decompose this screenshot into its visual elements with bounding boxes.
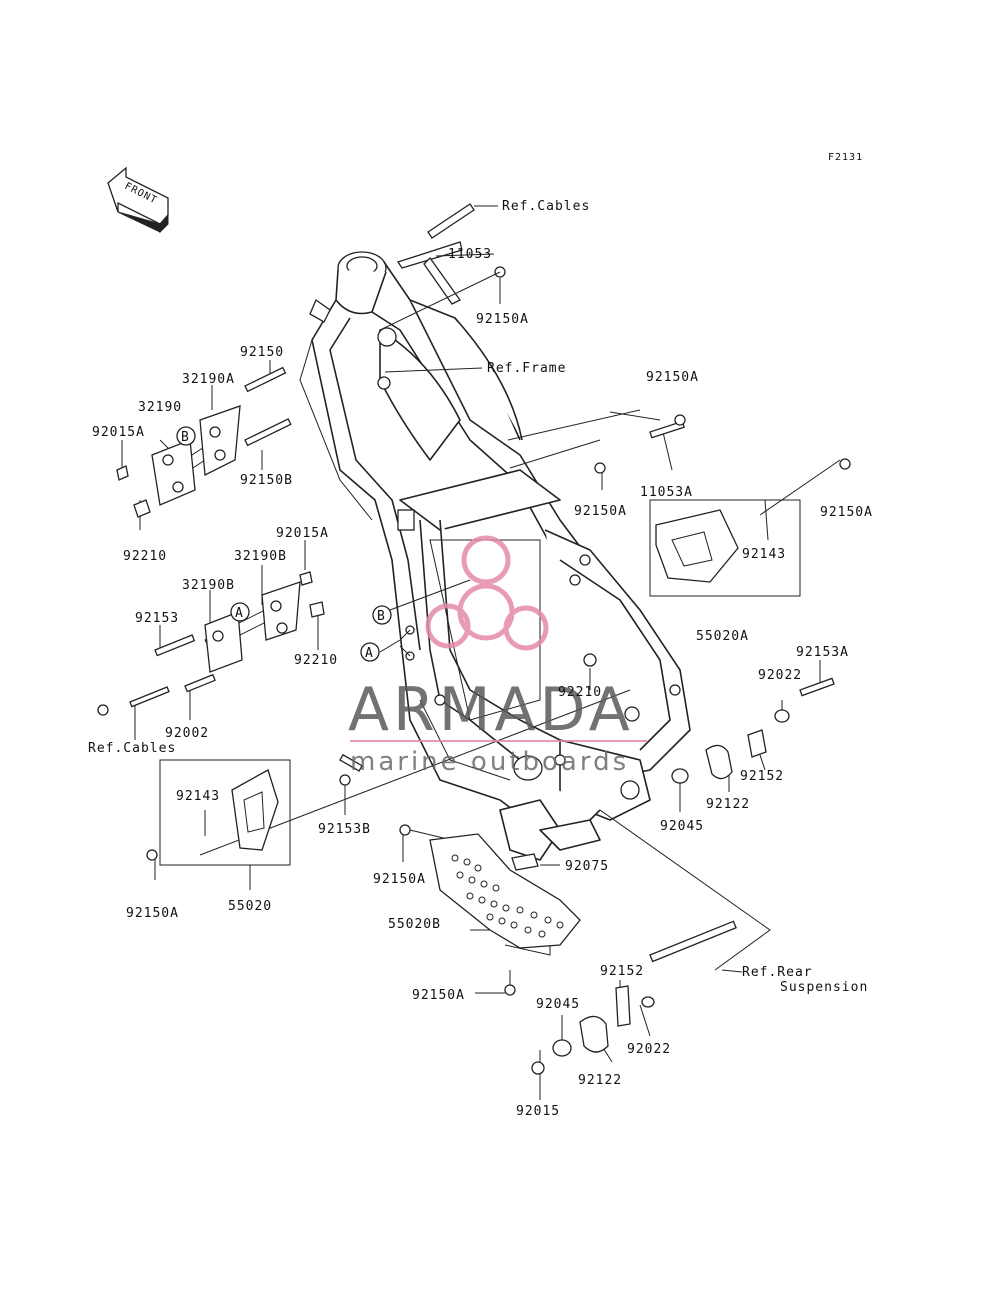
part-label: 92153 bbox=[135, 611, 179, 626]
part-number-labels: 11053 92150A 92150 32190A 32190 92015A 9… bbox=[92, 247, 873, 1119]
part-label: 92150A bbox=[646, 370, 699, 385]
part-label: 92150A bbox=[412, 988, 465, 1003]
callout-a-mid: A bbox=[230, 602, 250, 622]
part-label: 92210 bbox=[294, 653, 338, 668]
part-label: 32190A bbox=[182, 372, 235, 387]
front-arrow-icon: FRONT bbox=[107, 166, 169, 234]
ref-frame: Ref.Frame bbox=[487, 361, 566, 376]
part-label: 92210 bbox=[123, 549, 167, 564]
part-label: 92143 bbox=[176, 789, 220, 804]
right-pivot-parts bbox=[146, 414, 851, 861]
callout-b-frame-label: B bbox=[377, 609, 386, 624]
watermark-title: ARMADA bbox=[348, 675, 634, 745]
part-label: 92002 bbox=[165, 726, 209, 741]
part-label: 11053A bbox=[640, 485, 693, 500]
ref-rear-suspension-line1: Ref.Rear bbox=[742, 965, 813, 980]
watermark-subtitle: marine outboards bbox=[350, 747, 629, 777]
part-label: 32190B bbox=[182, 578, 235, 593]
callout-b-upper: B bbox=[176, 426, 196, 446]
callout-a-mid-label: A bbox=[235, 606, 244, 621]
motorcycle-frame bbox=[299, 251, 691, 861]
part-label: 92015A bbox=[92, 425, 145, 440]
part-label: 32190B bbox=[234, 549, 287, 564]
part-label: 92150B bbox=[240, 473, 293, 488]
part-label: 92122 bbox=[706, 797, 750, 812]
skid-plate bbox=[429, 833, 581, 949]
part-label: 11053 bbox=[448, 247, 492, 262]
ref-cables-left: Ref.Cables bbox=[88, 741, 176, 756]
part-label: 92075 bbox=[565, 859, 609, 874]
watermark-logo-icon bbox=[425, 535, 549, 651]
callout-b-frame: B bbox=[372, 605, 392, 625]
part-11053-group bbox=[396, 203, 506, 305]
part-label: 92152 bbox=[740, 769, 784, 784]
callout-a-frame: A bbox=[360, 642, 380, 662]
part-label: 92153B bbox=[318, 822, 371, 837]
part-label: 92015A bbox=[276, 526, 329, 541]
figure-code: F2131 bbox=[828, 152, 863, 163]
watermark: ARMADA marine outboards bbox=[348, 535, 648, 777]
callout-a-frame-label: A bbox=[365, 646, 374, 661]
part-label: 92122 bbox=[578, 1073, 622, 1088]
rear-pivot-bolt bbox=[504, 920, 737, 1075]
callout-b-upper-label: B bbox=[181, 430, 190, 445]
part-label: 55020B bbox=[388, 917, 441, 932]
ref-cables-top: Ref.Cables bbox=[502, 199, 590, 214]
part-label: 32190 bbox=[138, 400, 182, 415]
ref-rear-suspension-line2: Suspension bbox=[780, 980, 868, 995]
part-label: 92045 bbox=[536, 997, 580, 1012]
part-label: 55020A bbox=[696, 629, 749, 644]
upper-engine-mount-brackets bbox=[116, 366, 292, 518]
part-label: 92210 bbox=[558, 685, 602, 700]
part-label: 92153A bbox=[796, 645, 849, 660]
part-label: 92143 bbox=[742, 547, 786, 562]
part-label: 92022 bbox=[758, 668, 802, 683]
part-label: 92152 bbox=[600, 964, 644, 979]
part-label: 55020 bbox=[228, 899, 272, 914]
part-label: 92150A bbox=[373, 872, 426, 887]
part-label: 92150A bbox=[574, 504, 627, 519]
part-label: 92022 bbox=[627, 1042, 671, 1057]
part-label: 92150 bbox=[240, 345, 284, 360]
part-label: 92150A bbox=[820, 505, 873, 520]
part-label: 92015 bbox=[516, 1104, 560, 1119]
lower-engine-mount-brackets bbox=[97, 571, 325, 716]
part-label: 92150A bbox=[126, 906, 179, 921]
engine-guard-right bbox=[655, 509, 739, 583]
part-label: 92045 bbox=[660, 819, 704, 834]
engine-guard-left bbox=[231, 769, 279, 851]
part-label: 92150A bbox=[476, 312, 529, 327]
